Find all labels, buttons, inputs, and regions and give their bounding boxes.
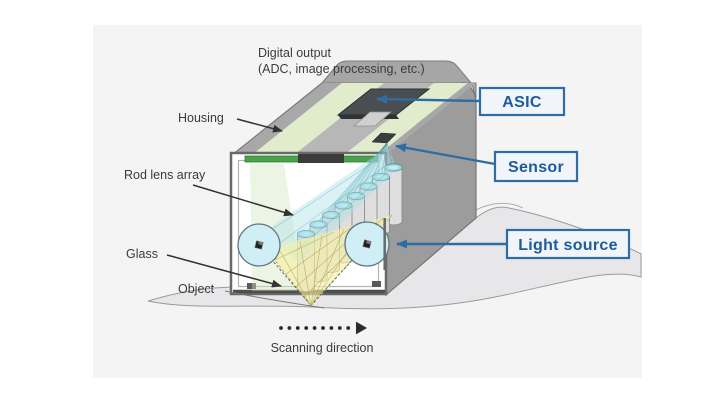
illumination-beam [262,153,392,263]
housing-back [320,60,477,99]
scanning-direction-dots [279,326,351,330]
sensor-bar [298,154,344,163]
asic-callout-arrow [376,94,481,104]
callout-sensor-box [493,150,579,183]
housing-top-rim-left [232,83,342,155]
pcb-strip-left [252,83,384,155]
scanning-direction: Scanning direction [271,321,374,355]
led-chip-right [362,239,372,249]
housing-leader-arrow [236,118,283,133]
glass-support-right [372,281,381,287]
callout-light-source-label: Light source [518,237,618,254]
callout-asic-label: ASIC [502,94,542,111]
light-source-right [344,221,390,267]
sensor-chip [371,132,397,144]
rod-lens-array-leader-arrow [192,184,294,217]
callout-light-source-box [505,228,631,260]
label-object: Object [178,282,215,296]
optical-axis-left [258,244,310,304]
housing-top-edge [231,82,323,156]
label-scanning-direction: Scanning direction [271,341,374,355]
object-leader-line [224,290,325,309]
sensor-callout-arrow [395,143,496,166]
light-source-left [237,223,281,267]
label-housing: Housing [178,111,224,125]
asic-mount-step [352,111,393,127]
glass-support-left [247,283,256,289]
callout-asic-box [478,86,566,117]
callout-sensor: Sensor [493,150,579,183]
callout-asic: ASIC [478,86,566,117]
callout-light-source: Light source [505,228,631,260]
scanning-direction-arrowhead [356,321,367,335]
beam-area [262,153,392,263]
digital-output-caption-line1: Digital output [258,46,331,60]
label-rod-lens-array: Rod lens array [124,168,206,182]
glass-leader-arrow [166,254,282,288]
digital-output-caption-line2: (ADC, image processing, etc.) [258,62,425,76]
led-chip-left [254,240,264,250]
label-glass: Glass [126,247,158,261]
callout-sensor-label: Sensor [508,159,564,176]
